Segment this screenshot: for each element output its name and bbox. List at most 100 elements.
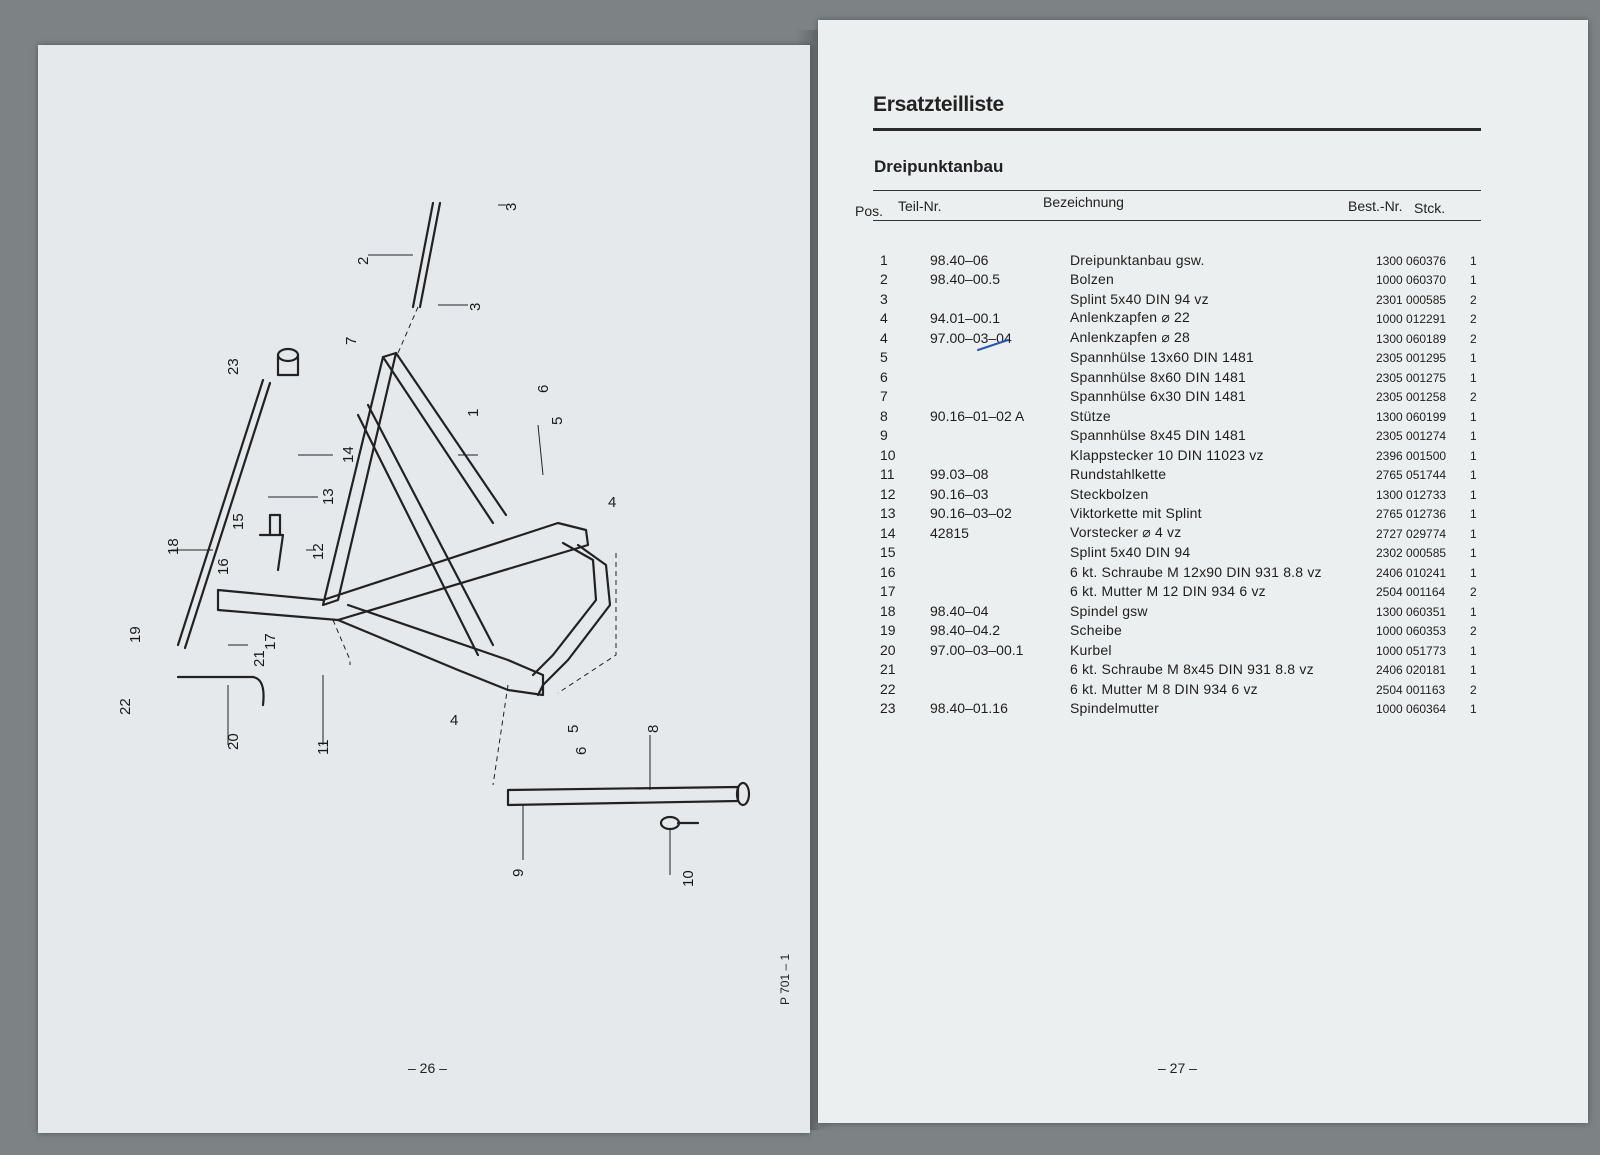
cell-pos: 15 xyxy=(880,544,896,560)
cell-best-nr: 2504 001163 xyxy=(1376,682,1446,697)
cell-best-nr: 2406 020181 xyxy=(1376,663,1447,677)
cell-bezeichnung: Kurbel xyxy=(1070,641,1112,658)
cell-best-nr: 2305 001274 xyxy=(1376,429,1447,443)
cell-bezeichnung: Spindelmutter xyxy=(1070,700,1159,716)
cell-pos: 16 xyxy=(880,563,896,580)
cell-bezeichnung: Klappstecker 10 DIN 11023 vz xyxy=(1070,446,1264,463)
cell-bezeichnung: Anlenkzapfen ⌀ 22 xyxy=(1070,309,1191,325)
cell-teil-nr: 94.01–00.1 xyxy=(930,310,1001,326)
cell-best-nr: 1300 060351 xyxy=(1376,604,1447,619)
cell-teil-nr xyxy=(930,541,1070,561)
cell-stck: 2 xyxy=(1470,585,1477,599)
cell-pos: 7 xyxy=(880,388,888,404)
cell-bezeichnung: 6 kt. Schraube M 12x90 DIN 931 8.8 vz xyxy=(1070,563,1322,580)
cell-best-nr: 1000 012291 xyxy=(1376,312,1447,326)
table-row: 9 Spannhülse 8x45 DIN 1481 2305 001274 1 xyxy=(868,424,1490,443)
cell-pos: 4 xyxy=(880,310,888,326)
cell-stck: 1 xyxy=(1470,429,1477,443)
callout-4a: 4 xyxy=(608,494,616,511)
callout-20: 20 xyxy=(225,733,242,750)
cell-pos: 22 xyxy=(880,680,896,697)
cell-teil-nr xyxy=(930,580,1070,600)
cell-pos: 2 xyxy=(880,271,888,287)
callout-8: 8 xyxy=(645,725,662,733)
cell-pos: 5 xyxy=(880,349,888,365)
drawing-support-8 xyxy=(506,785,740,807)
cell-teil-nr: 98.40–04 xyxy=(930,602,989,619)
cell-pos: 8 xyxy=(880,407,888,424)
callout-16: 16 xyxy=(215,558,232,575)
callout-18: 18 xyxy=(165,538,182,555)
cell-bezeichnung: Spannhülse 8x60 DIN 1481 xyxy=(1070,368,1247,385)
cell-bezeichnung: 6 kt. Mutter M 8 DIN 934 6 vz xyxy=(1070,680,1258,697)
callout-23: 23 xyxy=(225,358,242,375)
cell-stck: 1 xyxy=(1470,663,1477,677)
cell-best-nr: 2396 001500 xyxy=(1376,448,1447,463)
cell-best-nr: 1300 060376 xyxy=(1376,253,1447,268)
cell-pos: 11 xyxy=(880,466,895,482)
cell-teil-nr xyxy=(930,385,1070,405)
col-header-bezeichnung: Bezeichnung xyxy=(1043,194,1124,210)
cell-bezeichnung: Dreipunktanbau gsw. xyxy=(1070,251,1205,268)
callout-15: 15 xyxy=(230,513,247,530)
cell-pos: 9 xyxy=(880,427,888,443)
callout-1: 1 xyxy=(465,409,482,417)
cell-bezeichnung: 6 kt. Schraube M 8x45 DIN 931 8.8 vz xyxy=(1070,661,1314,677)
cell-bezeichnung: Rundstahlkette xyxy=(1070,466,1167,482)
cell-bezeichnung: Spannhülse 8x45 DIN 1481 xyxy=(1070,427,1247,443)
callout-2: 2 xyxy=(355,257,372,265)
col-header-best-nr: Best.-Nr. xyxy=(1348,198,1403,214)
callout-3a: 3 xyxy=(503,203,520,211)
cell-teil-nr: 97.00–03–00.1 xyxy=(930,641,1024,658)
cell-stck: 2 xyxy=(1470,292,1477,307)
header-rule-top xyxy=(873,190,1481,191)
col-header-stck: Stck. xyxy=(1414,200,1446,216)
cell-bezeichnung: Anlenkzapfen ⌀ 28 xyxy=(1070,328,1191,345)
header-rule-bottom xyxy=(873,220,1481,221)
cell-bezeichnung: Viktorkette mit Splint xyxy=(1070,505,1202,521)
callout-10: 10 xyxy=(680,870,697,887)
cell-stck: 1 xyxy=(1470,565,1477,580)
callout-5b: 5 xyxy=(565,725,582,733)
table-row: 4 94.01–00.1 Anlenkzapfen ⌀ 22 1000 012291 2 xyxy=(868,307,1490,326)
cell-stck: 2 xyxy=(1470,624,1477,638)
cell-best-nr: 2301 000585 xyxy=(1376,292,1447,307)
callout-6b: 6 xyxy=(573,747,590,755)
cell-stck: 2 xyxy=(1470,331,1477,346)
cell-bezeichnung: Stütze xyxy=(1070,407,1111,424)
cell-teil-nr: 99.03–08 xyxy=(930,466,989,482)
cell-stck: 2 xyxy=(1470,682,1477,697)
cell-teil-nr xyxy=(930,365,1070,385)
cell-stck: 1 xyxy=(1470,526,1477,541)
cell-stck: 2 xyxy=(1470,312,1477,326)
cell-stck: 1 xyxy=(1470,507,1477,521)
cell-teil-nr: 98.40–06 xyxy=(930,251,989,268)
cell-best-nr: 1000 060370 xyxy=(1376,273,1447,287)
cell-stck: 1 xyxy=(1470,253,1477,268)
title-rule xyxy=(873,128,1481,131)
cell-teil-nr xyxy=(930,658,1070,678)
cell-bezeichnung: Spannhülse 6x30 DIN 1481 xyxy=(1070,388,1247,404)
cell-bezeichnung: Spindel gsw xyxy=(1070,602,1148,619)
cell-teil-nr xyxy=(930,287,1070,307)
cell-stck: 2 xyxy=(1470,390,1477,404)
cell-stck: 1 xyxy=(1470,487,1477,502)
cell-bezeichnung: Splint 5x40 DIN 94 vz xyxy=(1070,290,1209,307)
cell-stck: 1 xyxy=(1470,370,1477,385)
cell-best-nr: 2727 029774 xyxy=(1376,526,1447,541)
cell-best-nr: 1300 060199 xyxy=(1376,409,1447,424)
right-page: Ersatzteilliste Dreipunktanbau Pos. Teil… xyxy=(818,20,1588,1123)
page-title: Ersatzteilliste xyxy=(873,93,1004,116)
